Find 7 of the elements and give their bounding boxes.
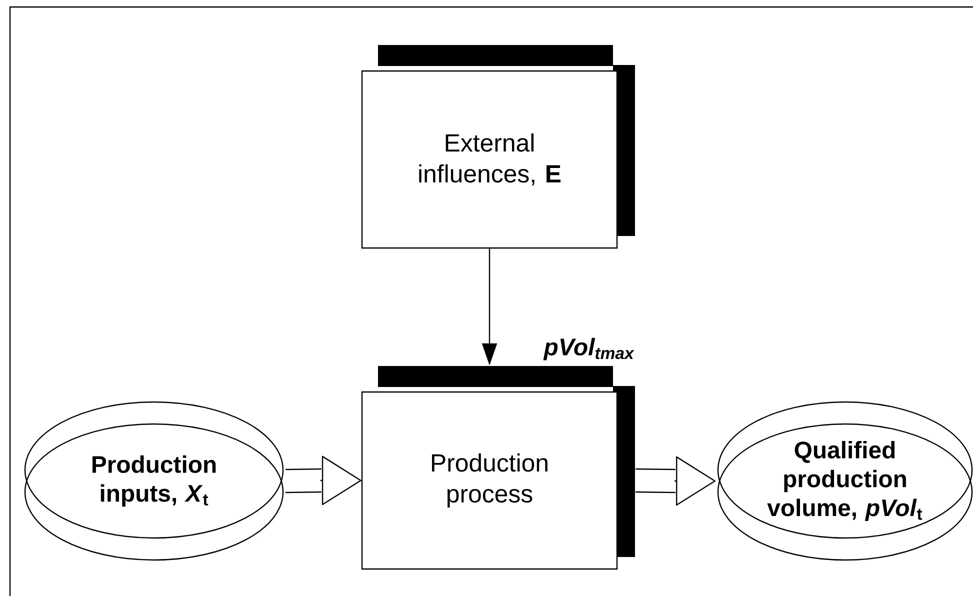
process-box: Production process [361, 366, 635, 570]
process-box: External influences, E [361, 45, 635, 249]
block-arrow [635, 456, 716, 506]
beside-label: pVol$_{tmax}$ [543, 338, 634, 360]
block-arrow [284, 456, 362, 506]
ellipse-node: Production inputs, X$_{t}$ [24, 401, 284, 561]
ellipse-node: Qualified production volume, pVol$_{t}$ [717, 401, 973, 561]
